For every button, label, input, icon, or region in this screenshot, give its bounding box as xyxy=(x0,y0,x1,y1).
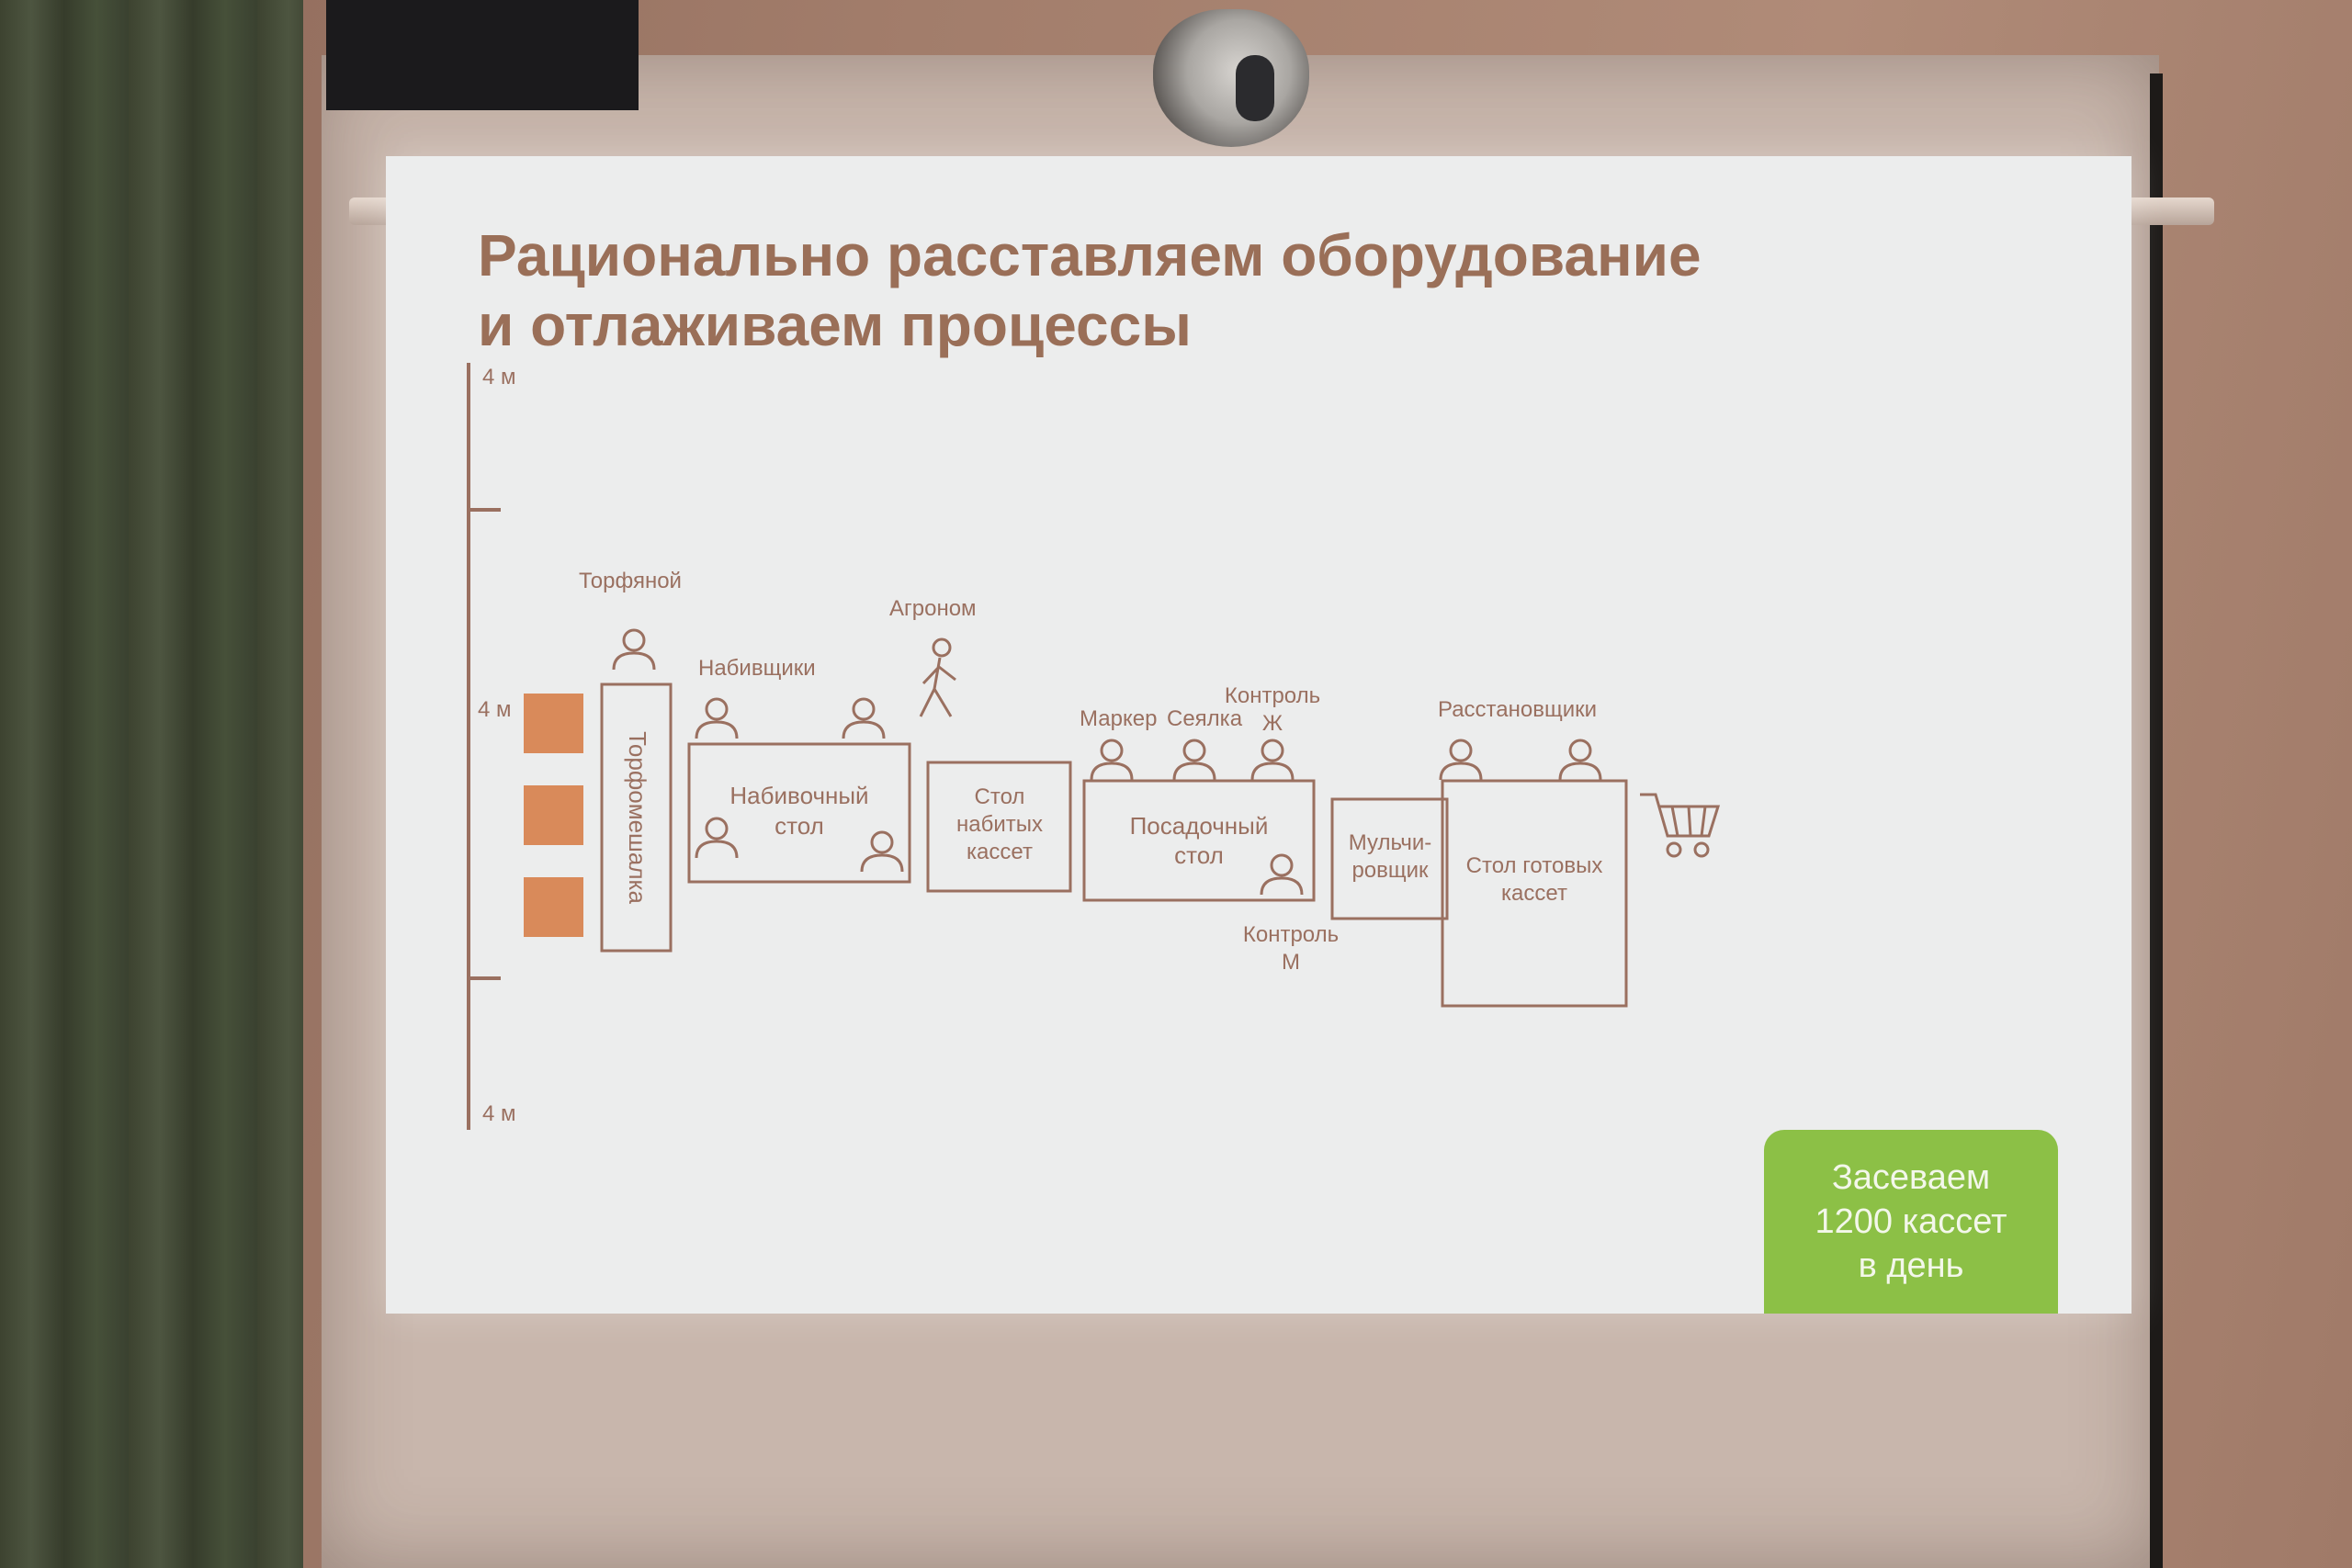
speaker xyxy=(326,0,639,110)
person-icon xyxy=(1439,739,1483,782)
ceiling-camera xyxy=(1153,9,1309,147)
stuffers-label: Набивщики xyxy=(698,656,816,681)
person-icon xyxy=(612,628,656,671)
placers-label: Расстановщики xyxy=(1438,697,1597,722)
slide-title-line-2: и отлаживаем процессы xyxy=(478,292,1192,358)
slide-title-line-1: Рационально расставляем оборудование xyxy=(478,222,1702,288)
planting-table-label-1: Посадочный xyxy=(1130,812,1269,840)
control-f-label-2: Ж xyxy=(1262,711,1283,736)
mulcher xyxy=(1330,797,1449,920)
mulcher-label-2: ровщик xyxy=(1351,858,1429,883)
ready-cassettes-table xyxy=(1441,779,1628,1008)
filled-cassettes-table xyxy=(926,761,1072,893)
stuffing-table xyxy=(687,742,911,884)
agronomist-label: Агроном xyxy=(889,596,977,621)
ready-table-label-1: Стол готовых xyxy=(1466,853,1603,878)
planting-table-label-2: стол xyxy=(1174,841,1224,869)
callout-box: Засеваем 1200 кассет в день xyxy=(1764,1130,2058,1314)
slide-title: Рационально расставляем оборудование и о… xyxy=(478,220,1948,360)
peat-mixer xyxy=(600,682,673,953)
walking-person-icon xyxy=(919,637,956,717)
person-icon xyxy=(1250,739,1295,782)
control-f-label-1: Контроль xyxy=(1225,683,1320,708)
person-icon xyxy=(1260,853,1304,897)
peat-block xyxy=(524,877,583,937)
scale-label-bottom: 4 м xyxy=(482,1101,516,1126)
stuffing-table-label-2: стол xyxy=(775,812,824,840)
person-icon xyxy=(695,817,739,860)
person-icon xyxy=(1558,739,1602,782)
person-icon xyxy=(842,697,886,740)
person-icon xyxy=(860,830,904,874)
planting-table xyxy=(1082,779,1316,902)
person-icon xyxy=(1090,739,1134,782)
shopping-cart-icon xyxy=(1640,793,1721,858)
peat-worker-label: Торфяной xyxy=(579,569,682,593)
filled-table-label-3: кассет xyxy=(967,840,1033,864)
scale-label-middle: 4 м xyxy=(478,697,512,722)
control-m-label-2: М xyxy=(1282,950,1300,975)
curtain xyxy=(0,0,303,1568)
person-icon xyxy=(695,697,739,740)
stuffing-table-label-1: Набивочный xyxy=(729,782,868,809)
peat-mixer-label: Торфомешалка xyxy=(624,731,651,904)
control-m-label-1: Контроль xyxy=(1243,922,1339,947)
floor-plan-diagram: 4 м 4 м 4 м Торфомешалка Торфяной Набивщ… xyxy=(467,363,1721,1130)
mulcher-label-1: Мульчи- xyxy=(1349,830,1432,855)
scale-label-top: 4 м xyxy=(482,365,516,389)
callout-text: Засеваем 1200 кассет в день xyxy=(1815,1158,2007,1285)
person-icon xyxy=(1172,739,1216,782)
seeder-label: Сеялка xyxy=(1167,706,1243,731)
ready-table-label-2: кассет xyxy=(1501,881,1567,906)
camera-lens xyxy=(1236,55,1274,121)
peat-block xyxy=(524,785,583,845)
filled-table-label-2: набитых xyxy=(956,812,1043,837)
peat-block xyxy=(524,694,583,753)
filled-table-label-1: Стол xyxy=(975,784,1025,809)
screen-edge xyxy=(2150,73,2163,1568)
marker-label: Маркер xyxy=(1080,706,1157,731)
slide: Рационально расставляем оборудование и о… xyxy=(386,156,2132,1314)
